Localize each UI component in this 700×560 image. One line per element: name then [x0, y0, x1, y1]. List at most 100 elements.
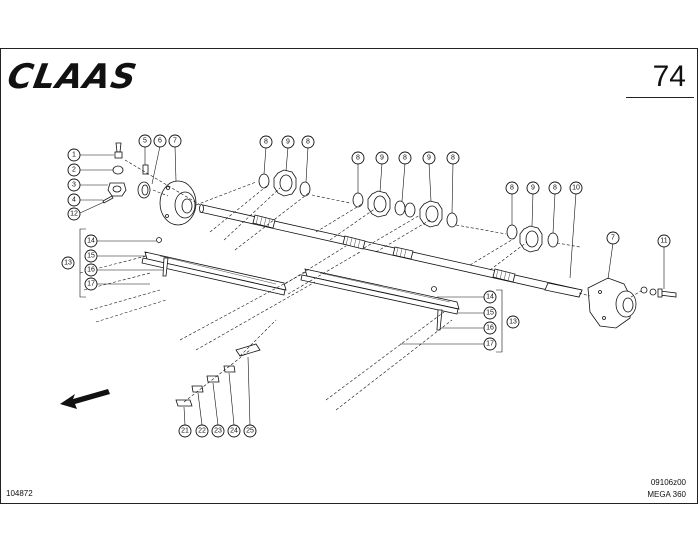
svg-text:8: 8 — [451, 155, 455, 162]
callout-17a: 17 — [84, 277, 98, 291]
circlip-d2 — [547, 232, 559, 248]
callout-2: 2 — [67, 163, 81, 177]
circlip-b1 — [352, 192, 364, 208]
callout-8b: 8 — [301, 135, 315, 149]
circlip-d1 — [506, 224, 518, 240]
callout-7b: 7 — [606, 231, 620, 245]
svg-text:15: 15 — [87, 253, 95, 260]
leader-lines — [78, 145, 665, 426]
svg-text:25: 25 — [246, 428, 254, 435]
svg-text:23: 23 — [214, 428, 222, 435]
callout-17b: 17 — [483, 337, 497, 351]
svg-text:4: 4 — [72, 197, 76, 204]
callout-8d: 8 — [398, 151, 412, 165]
callout-13b: 13 — [506, 315, 520, 329]
svg-text:17: 17 — [87, 281, 95, 288]
svg-text:6: 6 — [158, 138, 162, 145]
callout-13a: 13 — [61, 256, 75, 270]
callout-5: 5 — [138, 134, 152, 148]
header-rule — [626, 97, 694, 98]
svg-text:9: 9 — [427, 155, 431, 162]
svg-text:24: 24 — [230, 428, 238, 435]
page-number: 74 — [652, 60, 686, 93]
callout-9d: 9 — [526, 181, 540, 195]
bearing-housing-small — [107, 182, 127, 197]
set-screw — [142, 164, 149, 175]
svg-text:10: 10 — [572, 185, 580, 192]
circlip-b2 — [394, 200, 416, 218]
circlip-a1 — [258, 173, 270, 189]
callout-6: 6 — [153, 134, 167, 148]
callout-3: 3 — [67, 178, 81, 192]
callout-16b: 16 — [483, 321, 497, 335]
main-shaft — [199, 204, 583, 298]
callout-7: 7 — [168, 134, 182, 148]
svg-text:14: 14 — [87, 238, 95, 245]
svg-text:1: 1 — [72, 152, 76, 159]
svg-text:8: 8 — [306, 139, 310, 146]
svg-text:13: 13 — [509, 319, 517, 326]
sprocket-b — [367, 190, 391, 218]
callout-8c: 8 — [351, 151, 365, 165]
svg-text:2: 2 — [72, 167, 76, 174]
svg-text:8: 8 — [264, 139, 268, 146]
spline-section-3 — [392, 246, 414, 260]
svg-text:9: 9 — [286, 139, 290, 146]
diagram-code: 09106z00 — [650, 478, 686, 487]
svg-text:5: 5 — [143, 138, 147, 145]
clip-parts — [175, 343, 261, 407]
spline-section-1 — [252, 214, 276, 229]
circlip-a2 — [299, 181, 311, 197]
callout-1: 1 — [67, 148, 81, 162]
callout-9b: 9 — [375, 151, 389, 165]
svg-text:14: 14 — [486, 294, 494, 301]
callout-labels: 1 2 3 4 12 5 6 7 8 9 8 8 9 8 9 8 8 9 8 1… — [61, 134, 671, 438]
scraper-bar-right — [300, 268, 460, 331]
scraper-bar-left — [141, 237, 287, 296]
callout-9c: 9 — [422, 151, 436, 165]
svg-text:13: 13 — [64, 260, 72, 267]
bolt-small — [102, 195, 114, 204]
callout-8g: 8 — [548, 181, 562, 195]
svg-text:9: 9 — [531, 185, 535, 192]
sprocket-d — [519, 225, 543, 253]
lock-nut — [112, 165, 124, 175]
callout-23: 23 — [211, 424, 225, 438]
spline-section-4 — [492, 268, 516, 283]
sheet-border — [0, 48, 698, 504]
spline-section-2 — [342, 235, 366, 250]
callout-14b: 14 — [483, 290, 497, 304]
svg-text:12: 12 — [70, 211, 78, 218]
machine-model: MEGA 360 — [647, 490, 686, 499]
callout-4: 4 — [67, 193, 81, 207]
washer-right — [640, 286, 657, 296]
svg-text:16: 16 — [486, 325, 494, 332]
svg-text:3: 3 — [72, 182, 76, 189]
circlip-c2 — [446, 212, 458, 228]
callout-9a: 9 — [281, 135, 295, 149]
svg-text:9: 9 — [380, 155, 384, 162]
callout-12: 12 — [67, 207, 81, 221]
svg-text:8: 8 — [403, 155, 407, 162]
svg-text:16: 16 — [87, 267, 95, 274]
sealing-ring-left — [137, 181, 151, 199]
sprocket-a — [273, 169, 297, 197]
callout-24: 24 — [227, 424, 241, 438]
callout-8e: 8 — [446, 151, 460, 165]
callout-16a: 16 — [84, 263, 98, 277]
hub-flange-left — [159, 180, 197, 226]
svg-text:8: 8 — [510, 185, 514, 192]
drawing-number: 104872 — [6, 489, 33, 498]
svg-text:7: 7 — [611, 235, 615, 242]
callout-25: 25 — [243, 424, 257, 438]
callout-22: 22 — [195, 424, 209, 438]
hub-flange-right — [587, 277, 637, 329]
svg-text:22: 22 — [198, 428, 206, 435]
callout-8a: 8 — [259, 135, 273, 149]
svg-text:7: 7 — [173, 138, 177, 145]
assembly-lines — [79, 159, 642, 411]
callout-10: 10 — [569, 181, 583, 195]
sprocket-c — [419, 200, 443, 228]
